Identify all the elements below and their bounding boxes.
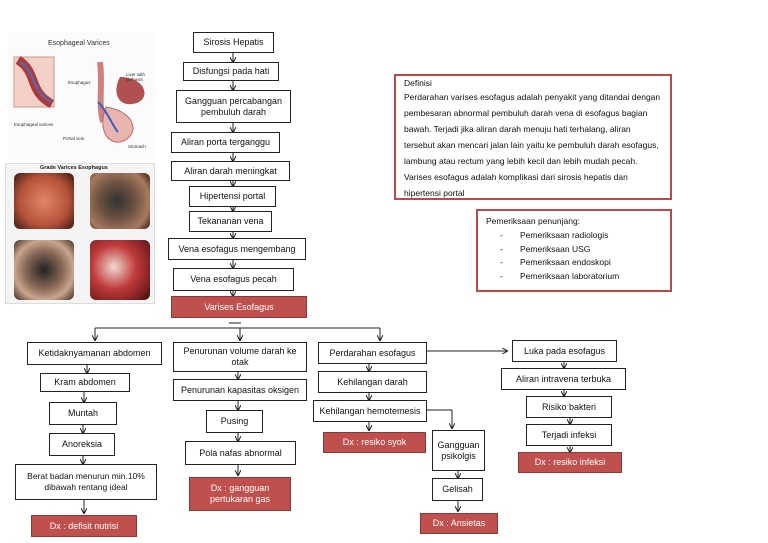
grade-title: Grade Varices Esophagus (40, 165, 108, 171)
branch1-diagnosis: Dx : defisit nutrisi (31, 515, 137, 537)
branch1-step: Kram abdomen (40, 373, 130, 392)
branch1-step: Muntah (49, 402, 117, 425)
label-varices: Esophageal varices (14, 122, 54, 127)
chain-step: Aliran porta terganggu (171, 132, 280, 153)
psych-step: Gangguan psikolgis (432, 430, 485, 471)
branch3-step: Kehilangan darah (318, 371, 427, 393)
definition-heading: Definisi (404, 78, 432, 88)
support-item: -Pemeriksaan laboratorium (500, 270, 620, 281)
label-portal-vein: Portal vein (63, 136, 85, 141)
branch4-diagnosis: Dx : resiko infeksi (518, 452, 622, 473)
chain-step: Vena esofagus mengembang (168, 238, 306, 260)
branch1-step: Berat badan menurun min.10% dibawah rent… (15, 464, 157, 500)
psych-step: Gelisah (432, 478, 483, 501)
branch3-diagnosis: Dx : resiko syok (323, 432, 426, 453)
support-item: -Pemeriksaan endoskopi (500, 257, 611, 267)
branch2-step: Penurunan kapasitas oksigen (173, 379, 307, 401)
definition-text: Perdarahan varises esofagus adalah penya… (404, 92, 661, 198)
support-item: -Pemeriksaan radiologis (500, 230, 609, 240)
esophageal-varices-illustration: Esophageal Varices Esophagus Liver with … (8, 32, 156, 160)
illustration-title: Esophageal Varices (48, 40, 110, 47)
branch1-step: Ketidaknyamanan abdomen (27, 342, 162, 365)
support-heading: Pemeriksaan penunjang: (486, 216, 581, 226)
chain-step: Vena esofagus pecah (173, 268, 294, 291)
branch2-step: Pola nafas abnormal (185, 441, 296, 465)
branch1-step: Anoreksia (49, 433, 115, 456)
endoscopy-photo (90, 240, 150, 300)
central-diagnosis: Varises Esofagus (171, 296, 307, 318)
branch4-step: Risiko bakteri (526, 396, 612, 418)
branch4-step: Terjadi infeksi (526, 424, 612, 446)
endoscopy-photo (90, 173, 150, 229)
branch4-step: Luka pada esofagus (512, 340, 617, 362)
branch3-step: Perdarahan esofagus (318, 342, 427, 364)
chain-step: Disfungsi pada hati (183, 62, 279, 81)
branch3-step: Kehilangan hemotemesis (313, 400, 427, 422)
support-exams-panel: Pemeriksaan penunjang: -Pemeriksaan radi… (476, 209, 672, 292)
branch2-diagnosis: Dx : gangguan pertukaran gas (189, 477, 291, 511)
label-esophagus: Esophagus (68, 80, 91, 85)
support-item: -Pemeriksaan USG (500, 243, 591, 254)
branch4-step: Aliran intravena terbuka (501, 368, 626, 390)
branch2-step: Pusing (206, 410, 263, 433)
label-liver: Liver with cirrhosis (126, 72, 146, 82)
psych-diagnosis: Dx : Ansietas (420, 513, 498, 534)
endoscopy-photo (14, 173, 74, 229)
chain-step: Tekananan vena (189, 211, 272, 232)
branch2-step: Penurunan volume darah ke otak (173, 342, 307, 372)
chain-step: Aliran darah meningkat (171, 161, 290, 181)
chain-step: Hipertensi portal (189, 186, 276, 207)
chain-step: Gangguan percabangan pembuluh darah (176, 90, 291, 123)
endoscopy-photo (14, 240, 74, 300)
endoscopy-grades-image: Grade Varices Esophagus (5, 163, 155, 304)
label-stomach: Stomach (128, 144, 146, 149)
definition-panel: Definisi Perdarahan varises esofagus ada… (394, 74, 672, 200)
chain-step: Sirosis Hepatis (193, 32, 274, 53)
